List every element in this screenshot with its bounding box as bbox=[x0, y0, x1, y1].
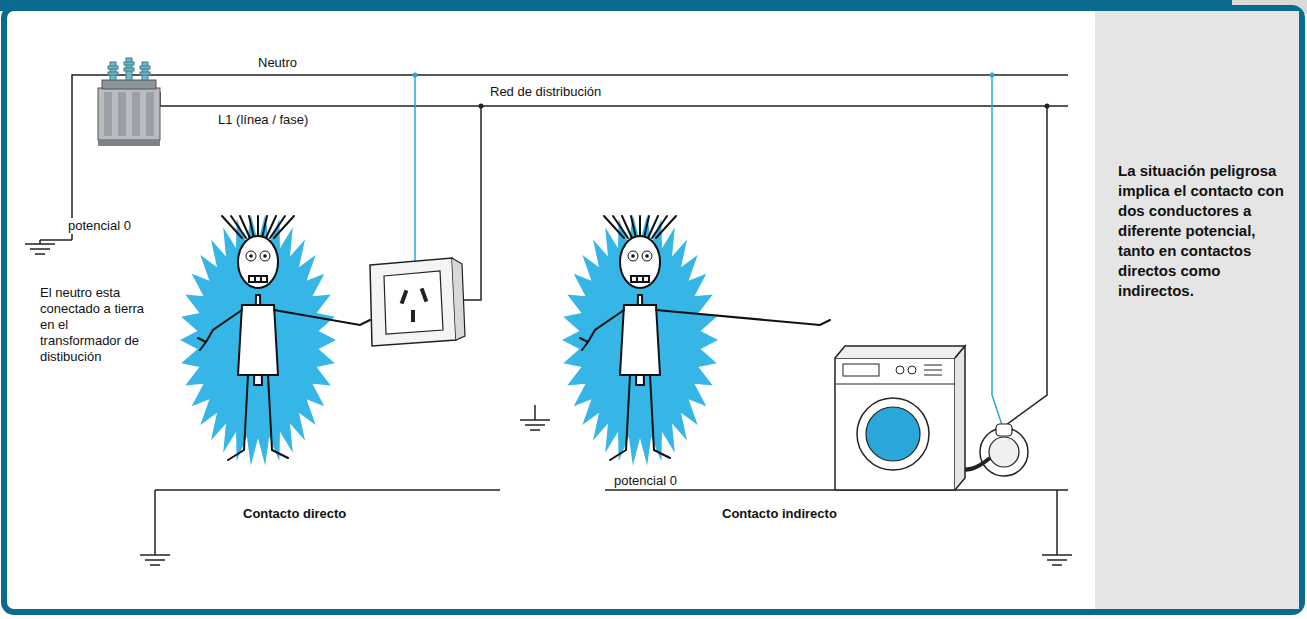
plug-wires bbox=[990, 73, 1050, 426]
neutral-wire bbox=[72, 75, 1068, 240]
wire-label: Red de distribución bbox=[490, 84, 601, 100]
floor-lines bbox=[155, 490, 1068, 555]
ground-symbol bbox=[520, 420, 550, 430]
washing-machine bbox=[835, 346, 965, 490]
frame-border bbox=[4, 8, 1302, 612]
phase-wire bbox=[160, 105, 1068, 107]
wire-label: L1 (línea / fase) bbox=[218, 112, 308, 128]
shocked-person bbox=[180, 215, 370, 466]
plug-socket bbox=[955, 424, 1028, 476]
caption-label: Contacto directo bbox=[243, 506, 346, 522]
ground-symbols bbox=[25, 240, 1072, 565]
note-text: La situación peligrosa implica el contac… bbox=[1118, 161, 1285, 301]
ground-symbol bbox=[1042, 555, 1072, 565]
note-label: El neutro esta conectado a tierra en el … bbox=[40, 285, 152, 365]
shocked-person bbox=[562, 215, 830, 466]
note-panel: La situación peligrosa implica el contac… bbox=[1095, 11, 1299, 609]
potential-label: potencial 0 bbox=[66, 218, 133, 234]
potential-label: potencial 0 bbox=[612, 473, 679, 489]
wall-socket bbox=[370, 258, 465, 346]
ground-symbol bbox=[25, 244, 55, 254]
caption-label: Contacto indirecto bbox=[722, 506, 837, 522]
distribution-lines bbox=[72, 75, 1068, 240]
wire-label: Neutro bbox=[258, 55, 297, 71]
transformer bbox=[98, 58, 160, 146]
shocked-people bbox=[180, 215, 830, 466]
ground-symbol bbox=[140, 555, 170, 565]
